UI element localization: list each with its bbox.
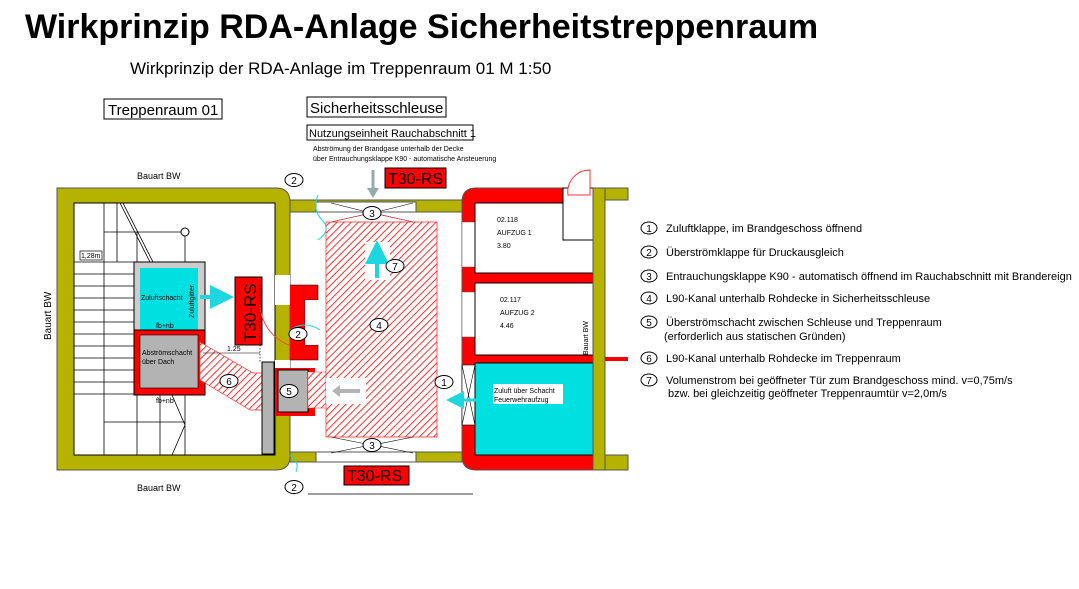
svg-text:Zuluftschacht: Zuluftschacht xyxy=(141,295,183,302)
svg-text:fb+nb: fb+nb xyxy=(156,323,174,330)
svg-text:4: 4 xyxy=(646,294,652,305)
lift2-num: 02.117 xyxy=(500,297,521,304)
right-wall xyxy=(592,187,606,471)
bauart-bottom: Bauart BW xyxy=(137,483,181,493)
door-stair-label: T30-RS xyxy=(234,276,263,346)
svg-text:3: 3 xyxy=(369,441,375,452)
svg-text:2: 2 xyxy=(646,248,652,259)
svg-text:Überströmklappe für Druckausgl: Überströmklappe für Druckausgleich xyxy=(666,247,844,259)
svg-text:T30-RS: T30-RS xyxy=(347,468,402,485)
legend-item-4: 4 L90-Kanal unterhalb Rohdecke in Sicherh… xyxy=(640,291,930,305)
svg-text:4: 4 xyxy=(376,321,382,332)
svg-text:6: 6 xyxy=(646,354,652,365)
legend-item-6: 6 L90-Kanal unterhalb Rohdecke im Treppen… xyxy=(640,351,901,365)
svg-text:bzw. bei gleichzeitig geöffnet: bzw. bei gleichzeitig geöffneter Treppen… xyxy=(668,388,947,400)
legend-item-3: 3 Entrauchungsklappe K90 - automatisch öf… xyxy=(640,269,1072,283)
svg-text:2: 2 xyxy=(295,330,301,341)
svg-text:2: 2 xyxy=(291,483,297,494)
room-label-lock: Sicherheitsschleuse xyxy=(306,96,447,118)
marker-7: 7 xyxy=(385,259,405,273)
svg-text:T30-RS: T30-RS xyxy=(388,171,443,188)
note-line-2: über Entrauchungsklappe K90 - automatisc… xyxy=(313,156,496,163)
door-top-label: T30-RS xyxy=(384,167,447,189)
svg-text:7: 7 xyxy=(646,376,652,387)
firefighter-lift-shaft xyxy=(474,362,594,456)
svg-text:Überströmschacht zwischen Schl: Überströmschacht zwischen Schleuse und T… xyxy=(666,317,942,329)
firefighter-supply-2: Feuerwehraufzug xyxy=(494,397,549,404)
svg-text:6: 6 xyxy=(226,377,232,388)
svg-text:T30-RS: T30-RS xyxy=(241,283,260,342)
page-title: Wirkprinzip RDA-Anlage Sicherheitstreppe… xyxy=(25,8,819,46)
svg-text:7: 7 xyxy=(392,262,398,273)
firefighter-supply-1: Zuluft über Schacht xyxy=(494,388,555,395)
marker-6: 6 xyxy=(219,374,239,388)
svg-text:Zuluftklappe, im Brandgeschoss: Zuluftklappe, im Brandgeschoss öffnend xyxy=(666,223,862,235)
room-label-stair: Treppenraum 01 xyxy=(103,98,223,120)
lift2-area: 4.46 xyxy=(500,323,514,330)
marker-1: 1 xyxy=(434,375,454,389)
overflow-shaft-wall xyxy=(261,361,275,455)
door-bottom-label: T30-RS xyxy=(343,465,410,486)
svg-text:L90-Kanal unterhalb Rohdecke i: L90-Kanal unterhalb Rohdecke in Sicherhe… xyxy=(666,293,930,305)
marker-2-bottom: 2 xyxy=(284,480,304,494)
marker-4: 4 xyxy=(369,318,389,332)
lift2-name: AUFZUG 2 xyxy=(500,310,535,317)
marker-2-top: 2 xyxy=(284,173,304,187)
svg-text:5: 5 xyxy=(286,387,292,398)
door-swing-shaft xyxy=(567,169,591,196)
svg-text:1: 1 xyxy=(441,378,447,389)
bauart-top: Bauart BW xyxy=(137,171,181,181)
svg-text:1: 1 xyxy=(646,224,652,235)
bauart-left: Bauart BW xyxy=(43,291,54,340)
exhaust-arrow-icon xyxy=(367,188,379,198)
legend-item-7: 7 Volumenstrom bei geöffneter Tür zum Bra… xyxy=(640,373,1013,400)
legend-item-5: 5 Überströmschacht zwischen Schleuse und … xyxy=(640,315,942,343)
elevator-2-room xyxy=(474,282,594,356)
svg-text:(erforderlich aus statischen G: (erforderlich aus statischen Gründen) xyxy=(664,331,846,343)
stair-post-icon xyxy=(180,227,190,237)
lift1-area: 3.80 xyxy=(497,243,511,250)
svg-text:2: 2 xyxy=(291,176,297,187)
svg-text:5: 5 xyxy=(646,318,652,329)
plan-subtitle: Wirkprinzip der RDA-Anlage im Treppenrau… xyxy=(130,59,552,78)
stair-width: 1,28m xyxy=(81,253,101,260)
svg-text:Zuluftgitter: Zuluftgitter xyxy=(189,284,196,318)
svg-text:Treppenraum 01: Treppenraum 01 xyxy=(108,102,218,119)
lift1-num: 02.118 xyxy=(497,217,518,224)
legend-item-2: 2 Überströmklappe für Druckausgleich xyxy=(640,245,844,259)
svg-text:Abströmschacht: Abströmschacht xyxy=(142,350,192,357)
bauart-right: Bauart BW xyxy=(583,321,590,355)
marker-3-bottom: 3 xyxy=(362,438,382,452)
legend-item-1: 1 Zuluftklappe, im Brandgeschoss öffnend xyxy=(640,221,862,235)
note-line-1: Abströmung der Brandgase unterhalb der D… xyxy=(313,146,464,153)
svg-text:3: 3 xyxy=(369,209,375,220)
dim-label: 1.25 xyxy=(227,346,241,353)
svg-text:fb+nb: fb+nb xyxy=(156,398,174,405)
unit-label: Nutzungseinheit Rauchabschnitt 1 xyxy=(306,124,476,141)
svg-text:über Dach: über Dach xyxy=(142,359,174,366)
stairs xyxy=(74,202,186,456)
svg-text:Nutzungseinheit Rauchabschnitt: Nutzungseinheit Rauchabschnitt 1 xyxy=(309,128,476,140)
marker-2-mid: 2 xyxy=(288,327,308,341)
svg-text:Volumenstrom bei geöffneter Tü: Volumenstrom bei geöffneter Tür zum Bran… xyxy=(666,375,1013,387)
marker-3-top: 3 xyxy=(362,206,382,220)
exhaust-shaft: Abströmschacht über Dach fb+nb xyxy=(133,329,206,405)
svg-text:3: 3 xyxy=(646,272,652,283)
svg-text:L90-Kanal unterhalb Rohdecke i: L90-Kanal unterhalb Rohdecke im Treppenr… xyxy=(666,353,901,365)
marker-5: 5 xyxy=(279,384,299,398)
svg-text:Sicherheitsschleuse: Sicherheitsschleuse xyxy=(310,100,443,117)
supply-shaft: Zuluftschacht Zuluftgitter fb+nb xyxy=(133,261,206,331)
lift1-name: AUFZUG 1 xyxy=(497,230,532,237)
svg-text:Entrauchungsklappe K90 - autom: Entrauchungsklappe K90 - automatisch öff… xyxy=(666,271,1072,283)
